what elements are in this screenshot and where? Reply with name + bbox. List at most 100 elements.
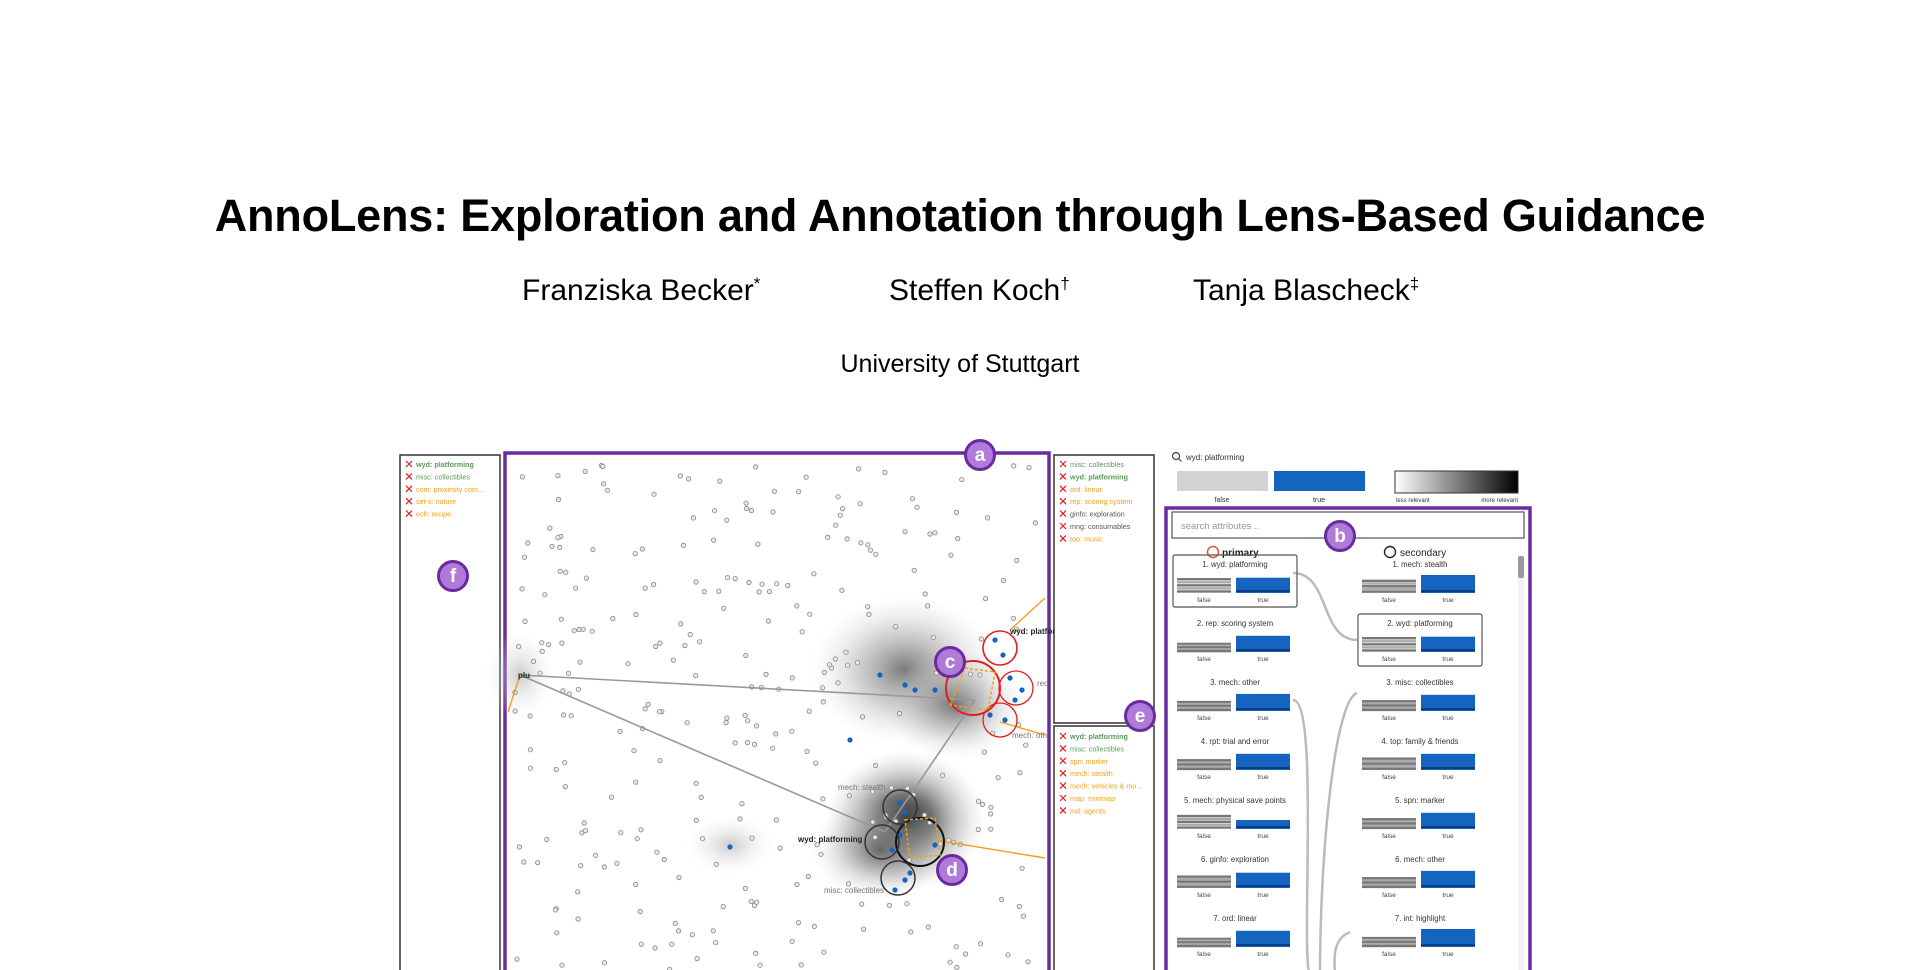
remove-x-icon[interactable] (1059, 485, 1067, 493)
highlighted-point (932, 842, 938, 848)
primary-radio[interactable] (1206, 545, 1220, 559)
scatter-point (568, 713, 574, 719)
left-tag-item[interactable]: misc: collectibles (405, 472, 470, 481)
scatter-point (1016, 903, 1023, 910)
secondary-label: 6. mech: other (1395, 855, 1445, 864)
lens-group-c[interactable] (945, 630, 1034, 738)
remove-x-icon[interactable] (1059, 522, 1067, 530)
right-tag-top-item[interactable]: rep: scoring system (1059, 497, 1132, 506)
legend-false-swatch (1177, 471, 1268, 491)
scatter-point (563, 569, 569, 575)
remove-x-icon[interactable] (1059, 460, 1067, 468)
right-tag-bottom-item[interactable]: mech: vehicles & mo... (1059, 782, 1142, 791)
callout-d-letter: d (946, 860, 958, 881)
scatter-point (654, 849, 660, 855)
right-tag-top-item[interactable]: ord: linear (1059, 485, 1103, 494)
right-tag-top-label: ginfo: exploration (1070, 510, 1125, 519)
secondary-radio[interactable] (1383, 545, 1397, 559)
scatter-point (678, 621, 684, 627)
scatter-point (844, 662, 851, 668)
scatter-point (814, 842, 820, 848)
remove-x-icon[interactable] (405, 497, 413, 505)
right-tag-bottom-item[interactable]: md: agents (1059, 806, 1106, 815)
remove-x-icon[interactable] (1059, 782, 1067, 790)
remove-x-icon[interactable] (1059, 757, 1067, 765)
right-tag-bottom-item[interactable]: map: minimap (1059, 794, 1115, 803)
remove-x-icon[interactable] (1059, 769, 1067, 777)
highlighted-point (892, 887, 898, 893)
lens-group-d[interactable] (864, 789, 945, 896)
right-tag-bottom-item[interactable]: misc: collectibles (1059, 744, 1124, 753)
remove-x-icon[interactable] (1059, 534, 1067, 542)
left-tag-item[interactable]: set-s: nature (405, 497, 456, 506)
primary-false-bar (1177, 578, 1231, 593)
attribute-scrollbar[interactable] (1518, 556, 1524, 970)
remove-x-icon[interactable] (1059, 732, 1067, 740)
remove-x-icon[interactable] (405, 510, 413, 518)
remove-x-icon[interactable] (1059, 510, 1067, 518)
remove-x-icon[interactable] (405, 485, 413, 493)
left-tag-item[interactable]: wyd: platforming (405, 460, 474, 469)
remove-x-icon[interactable] (405, 472, 413, 480)
right-tag-top-item[interactable]: wyd: platforming (1059, 472, 1128, 481)
right-tag-bottom-item[interactable]: mech: stealth (1059, 769, 1113, 778)
primary-true-label: true (1257, 892, 1269, 899)
right-tag-top-item[interactable]: misc: collectibles (1059, 460, 1124, 469)
primary-false-label: false (1197, 892, 1211, 899)
scatter-point (982, 595, 989, 602)
right-tag-bottom-item[interactable]: spn: marker (1059, 757, 1109, 766)
scatter-point (872, 762, 879, 769)
scatter-point (846, 793, 853, 799)
scatter-point (562, 760, 568, 766)
right-tag-top-item[interactable]: mng: consumables (1059, 522, 1131, 531)
remove-x-icon[interactable] (1059, 744, 1067, 752)
scatter-point (696, 639, 703, 645)
remove-x-icon[interactable] (1059, 497, 1067, 505)
remove-x-icon[interactable] (1059, 794, 1067, 802)
secondary-highlight-box (1357, 613, 1483, 667)
scatter-points (512, 462, 1039, 970)
scatter-point (866, 611, 872, 618)
right-tag-top-item[interactable]: ginfo: exploration (1059, 510, 1125, 519)
secondary-false-bar (1362, 637, 1416, 652)
right-tag-panel-bottom (1053, 725, 1155, 970)
remove-x-icon[interactable] (1059, 472, 1067, 480)
right-tag-panel-top (1053, 454, 1155, 724)
scatter-point (527, 747, 534, 753)
paper-title: AnnoLens: Exploration and Annotation thr… (214, 190, 1706, 241)
legend-false-label: false (1215, 497, 1230, 504)
remove-x-icon[interactable] (405, 460, 413, 468)
primary-false-label: false (1197, 597, 1211, 604)
left-tag-item[interactable]: ech: recipe (405, 510, 451, 519)
remove-x-icon[interactable] (1059, 806, 1067, 814)
scatter-point (1023, 742, 1029, 748)
highlighted-point (912, 687, 918, 693)
scatter-point (693, 579, 699, 585)
right-tag-top-item[interactable]: top: music (1059, 534, 1103, 543)
attribute-scrollbar-thumb[interactable] (1518, 556, 1524, 578)
scatter-point (765, 618, 772, 624)
left-tag-item[interactable]: com: proximity com... (405, 485, 484, 494)
scatter-point (1019, 865, 1025, 871)
primary-true-label: true (1257, 951, 1269, 958)
author-1-mark: * (753, 274, 761, 293)
right-tag-bottom-item[interactable]: wyd: platforming (1059, 732, 1128, 741)
right-tag-bottom-label: mech: stealth (1070, 769, 1113, 778)
scatter-point (1032, 520, 1039, 526)
primary-header: primary (1222, 548, 1259, 559)
